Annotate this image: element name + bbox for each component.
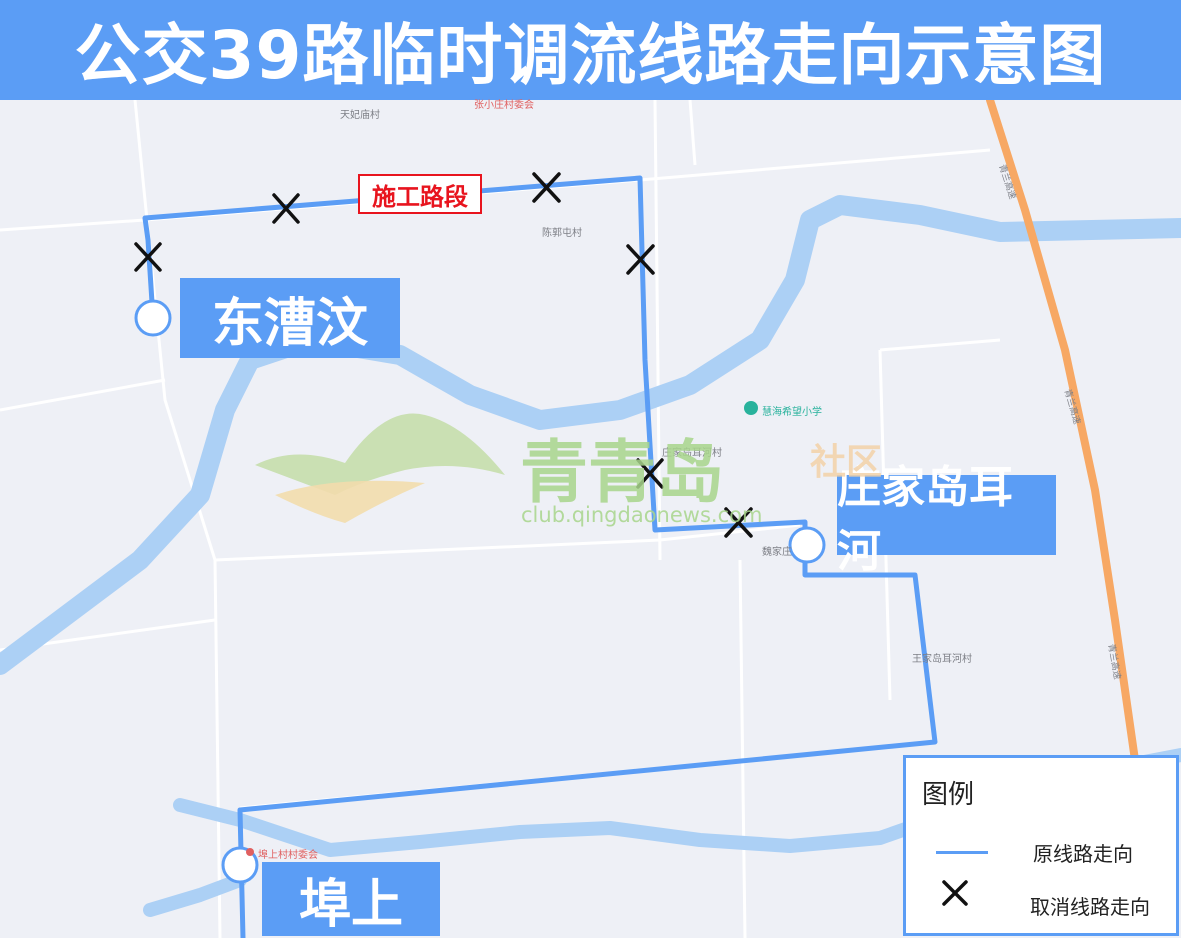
legend-route-swatch — [936, 851, 988, 854]
map-label-village-committee: 张小庄村委会 — [474, 100, 534, 111]
school-icon — [744, 401, 758, 415]
station-markers — [134, 299, 826, 884]
expressway — [986, 96, 1139, 764]
map-label-school: 慧海希望小学 — [762, 407, 822, 418]
construction-section-label: 施工路段 — [358, 174, 482, 214]
road-east-horizontal — [879, 338, 1001, 352]
station-label-fushang: 埠上 — [262, 862, 440, 936]
map-label-fushang-committee: 埠上村村委会 — [258, 850, 318, 861]
cancel-mark — [626, 244, 655, 275]
map-label-chenjiatun: 陈郭屯村 — [542, 228, 582, 239]
watermark: 青青岛 社区 club.qingdaonews.com — [255, 405, 905, 535]
cancel-mark — [532, 172, 561, 203]
cancel-mark — [272, 193, 300, 224]
legend-cancel-icon — [942, 880, 968, 906]
cancel-mark — [724, 507, 753, 538]
watermark-community: 社区 — [810, 442, 883, 483]
road-west-horizontal — [0, 378, 166, 412]
map-label-zhuangjiadao-village: 庄家岛耳河村 — [662, 448, 722, 459]
legend-original-route: 原线路走向 — [1033, 842, 1133, 866]
cancel-mark — [134, 242, 162, 272]
station-dot-dongcaowen — [134, 299, 172, 337]
legend-cancelled-route: 取消线路走向 — [1030, 895, 1150, 919]
page-title: 公交39路临时调流线路走向示意图 — [0, 0, 1181, 100]
map-label-tianjimiao: 天妃庙村 — [340, 110, 380, 121]
legend: 图例 原线路走向 取消线路走向 — [903, 755, 1179, 936]
station-label-zhuangjiadaoerhe: 庄家岛耳河 — [837, 462, 1056, 577]
watermark-logo-icon — [255, 413, 505, 523]
map-label-weijia: 魏家庄 — [762, 547, 792, 558]
legend-title: 图例 — [922, 780, 975, 810]
station-dot-fushang — [221, 846, 259, 884]
cancelled-markers — [134, 172, 753, 538]
map-label-wangjiadao-village: 王家岛耳河村 — [912, 654, 972, 665]
watermark-brand: 青青岛 — [520, 434, 725, 513]
station-label-dongcaowen: 东漕汶 — [180, 278, 400, 358]
bus-route-line — [142, 175, 938, 938]
road-south-east — [738, 559, 747, 938]
road-north-vertical — [688, 99, 697, 166]
river-main — [0, 195, 1181, 675]
station-dot-zhuangjiadaoerhe — [788, 526, 826, 564]
watermark-url: club.qingdaonews.com — [521, 503, 763, 527]
road-center-horizontal — [214, 523, 801, 562]
poi-pin-icon — [246, 848, 254, 856]
river-southwest — [143, 873, 247, 917]
cancel-mark — [636, 458, 664, 489]
